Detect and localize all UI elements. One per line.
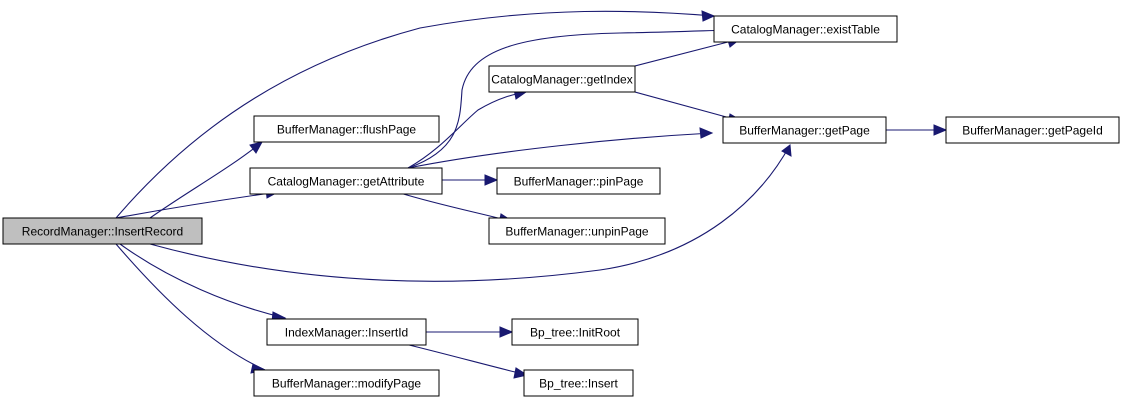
- node-buffer-manager-flush-page[interactable]: BufferManager::flushPage: [253, 115, 440, 143]
- node-box: [722, 116, 887, 144]
- node-label: RecordManager::InsertRecord: [22, 225, 183, 239]
- node-box: [713, 15, 898, 43]
- arrowhead: [933, 124, 948, 136]
- node-record-manager-insert-record[interactable]: RecordManager::InsertRecord: [2, 217, 203, 245]
- node-label: BufferManager::modifyPage: [272, 377, 422, 391]
- node-buffer-manager-modify-page[interactable]: BufferManager::modifyPage: [253, 369, 440, 397]
- edge-insertrecord-getattribute: [115, 191, 279, 219]
- node-buffer-manager-get-page-id[interactable]: BufferManager::getPageId: [945, 116, 1120, 144]
- node-label: IndexManager::InsertId: [285, 326, 408, 340]
- edge-insertrecord-existtable: [115, 10, 715, 219]
- edge-insertrecord-insertid: [119, 243, 286, 319]
- edge-getattribute-getpage: [407, 132, 713, 169]
- node-box: [523, 369, 634, 397]
- edge-getattribute-unpinpage: [399, 192, 507, 221]
- node-box: [253, 115, 440, 143]
- nodes: RecordManager::InsertRecord BufferManage…: [2, 15, 1120, 397]
- node-label: BufferManager::getPageId: [962, 124, 1103, 138]
- node-label: Bp_tree::Insert: [539, 377, 618, 391]
- node-box: [266, 318, 427, 346]
- node-box: [488, 217, 666, 245]
- node-box: [496, 167, 661, 195]
- edge-getattribute-existtable: [407, 29, 736, 169]
- node-catalog-manager-get-attribute[interactable]: CatalogManager::getAttribute: [249, 167, 443, 195]
- node-catalog-manager-get-index[interactable]: CatalogManager::getIndex: [488, 65, 636, 93]
- node-catalog-manager-exist-table[interactable]: CatalogManager::existTable: [713, 15, 898, 43]
- node-box: [945, 116, 1120, 144]
- node-box: [253, 369, 440, 397]
- arrowhead: [699, 127, 714, 139]
- node-label: BufferManager::unpinPage: [505, 225, 649, 239]
- arrowhead: [249, 141, 263, 154]
- node-bp-tree-init-root[interactable]: Bp_tree::InitRoot: [511, 318, 639, 346]
- edges: [115, 10, 934, 373]
- edge-getindex-existtable: [634, 41, 729, 67]
- node-bp-tree-insert[interactable]: Bp_tree::Insert: [523, 369, 634, 397]
- node-label: BufferManager::flushPage: [277, 123, 417, 137]
- node-label: CatalogManager::getAttribute: [268, 175, 425, 189]
- node-buffer-manager-pin-page[interactable]: BufferManager::pinPage: [496, 167, 661, 195]
- edge-insertrecord-modifypage: [115, 243, 266, 371]
- arrowhead: [484, 174, 499, 186]
- node-label: Bp_tree::InitRoot: [530, 326, 621, 340]
- node-label: BufferManager::getPage: [739, 124, 870, 138]
- arrowhead: [781, 144, 792, 157]
- node-label: BufferManager::pinPage: [514, 175, 644, 189]
- edge-insertid-bpinsert: [404, 343, 516, 373]
- arrowhead: [499, 326, 514, 338]
- edge-insertrecord-getpage: [149, 144, 791, 282]
- node-buffer-manager-get-page[interactable]: BufferManager::getPage: [722, 116, 887, 144]
- node-index-manager-insert-id[interactable]: IndexManager::InsertId: [266, 318, 427, 346]
- edge-insertrecord-flushpage: [149, 141, 263, 219]
- node-label: CatalogManager::existTable: [731, 23, 880, 37]
- node-box: [511, 318, 639, 346]
- arrowhead: [701, 10, 716, 22]
- node-label: CatalogManager::getIndex: [491, 73, 632, 87]
- node-box: [2, 217, 203, 245]
- node-box: [488, 65, 636, 93]
- edge-getattribute-getindex: [407, 91, 527, 169]
- node-buffer-manager-unpin-page[interactable]: BufferManager::unpinPage: [488, 217, 666, 245]
- edge-getindex-getpage: [634, 91, 731, 119]
- node-box: [249, 167, 443, 195]
